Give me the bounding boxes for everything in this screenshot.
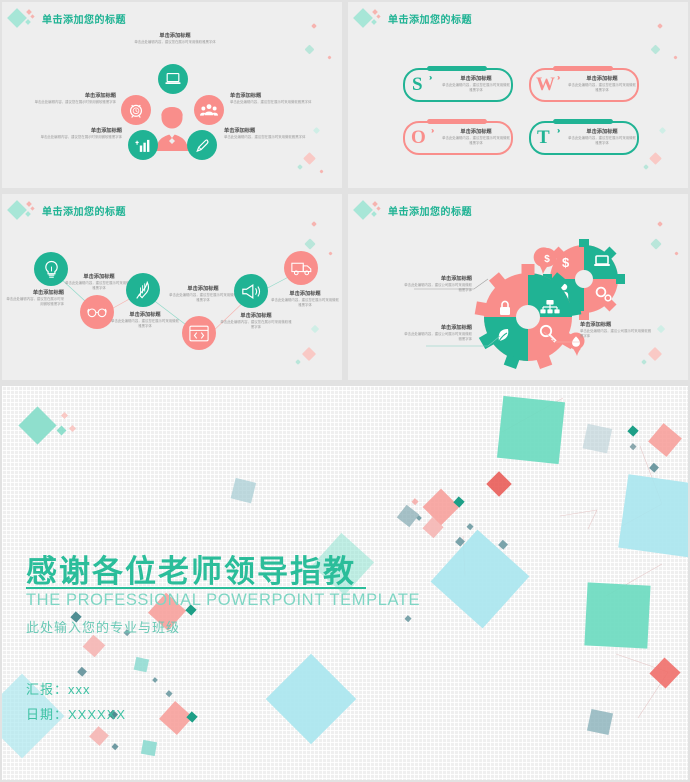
dollar-pin-icon: $	[533, 247, 557, 274]
slide-title: 单击添加您的标题	[42, 206, 126, 218]
swot-text-w: 单击添加标题 单击此处编辑内容，建议您在展示时采用微软雅黑字体	[568, 76, 636, 93]
confetti-dot	[649, 152, 662, 165]
confetti-dot	[304, 44, 315, 55]
confetti-dot	[658, 126, 667, 135]
confetti-dot	[673, 55, 678, 60]
process-text-1: 单击添加标题 单击此处编辑内容，建议您在展示时采用微软雅黑字体	[6, 290, 64, 307]
confetti-dot	[303, 152, 316, 165]
chevron-right-icon: ››	[431, 126, 435, 135]
closing-subtitle: THE PROFESSIONAL POWERPOINT TEMPLATE	[26, 591, 421, 609]
svg-text:$: $	[562, 255, 570, 270]
confetti-dot	[650, 44, 661, 55]
gear-text-1: 单击添加标题 单击此处编辑内容，建议公司展示时采用微软雅黑字体	[404, 276, 472, 293]
slide-hub[interactable]: 单击添加您的标题	[2, 2, 342, 188]
slide-thanks[interactable]: 感谢各位老师领导指教 THE PROFESSIONAL POWERPOINT T…	[2, 386, 688, 780]
laptop-icon	[158, 64, 188, 94]
slide-swot[interactable]: 单击添加您的标题 S ›› 单击添加标题 单击此处编辑内容，建议您在展示时采用微…	[348, 2, 688, 188]
confetti-dot	[297, 164, 303, 170]
hub-item-top: 单击添加标题 单击此处编辑内容，建议您在展示时采用微软雅黑字体	[134, 33, 216, 45]
swot-pill-t[interactable]: T ›› 单击添加标题 单击此处编辑内容，建议您在展示时采用微软雅黑字体	[529, 119, 639, 155]
hub-item-bottom-right: 单击添加标题 单击此处编辑内容，建议您在展示时采用微软雅黑字体	[224, 128, 306, 140]
swot-letter: W	[536, 74, 555, 95]
water-drop-pin-icon	[567, 332, 585, 356]
swot-letter: T	[537, 127, 550, 148]
confetti-dot	[327, 55, 332, 60]
swot-letter: O	[411, 127, 426, 148]
diamond-decoration-icon	[353, 8, 382, 28]
hub-item-left: 单击添加标题 单击此处编辑内容，建议您在展示时采用微软雅黑字体	[34, 93, 116, 105]
diamond-decoration-icon	[7, 8, 36, 28]
process-text-5: 单击添加标题 单击此处编辑内容，建议您在展示时采用微软雅黑字体	[220, 313, 292, 330]
alarm-clock-icon	[121, 95, 151, 125]
gear-cluster-graphic: $	[474, 239, 625, 370]
process-text-6: 单击添加标题 单击此处编辑内容，建议您在展示时采用微软雅黑字体	[271, 291, 339, 308]
presenter-value: xxx	[68, 682, 91, 697]
truck-icon	[284, 251, 318, 285]
closing-tagline: 此处输入您的专业与班级	[26, 620, 181, 635]
swot-pill-o[interactable]: O ›› 单击添加标题 单击此处编辑内容，建议您在展示时采用微软雅黑字体	[403, 119, 513, 155]
process-text-2: 单击添加标题 单击此处编辑内容，建议您在展示时采用微软雅黑字体	[65, 274, 133, 291]
people-group-icon	[194, 95, 224, 125]
closing-title: 感谢各位老师领导指教	[26, 554, 356, 589]
lightbulb-icon	[34, 252, 68, 286]
swot-pill-w[interactable]: W ›› 单击添加标题 单击此处编辑内容，建议您在展示时采用微软雅黑字体	[529, 66, 639, 102]
confetti-dot	[643, 164, 649, 170]
confetti-dot	[311, 23, 317, 29]
process-text-4: 单击添加标题 单击此处编辑内容，建议您在展示时采用微软雅黑字体	[169, 286, 237, 303]
decorative-squares	[2, 395, 688, 759]
hub-item-right: 单击添加标题 单击此处编辑内容，建议您在展示时采用微软雅黑字体	[230, 93, 312, 105]
slide-title: 单击添加您的标题	[388, 14, 472, 26]
swot-text-s: 单击添加标题 单击此处编辑内容，建议您在展示时采用微软雅黑字体	[442, 76, 510, 93]
chevron-right-icon: ››	[557, 126, 561, 135]
date-label: 日期：	[26, 707, 69, 722]
bar-chart-icon	[128, 130, 158, 160]
person-avatar-icon	[150, 106, 194, 151]
pen-nib-icon	[187, 130, 217, 160]
process-text-3: 单击添加标题 单击此处编辑内容，建议您在展示时采用微软雅黑字体	[111, 312, 179, 329]
megaphone-icon	[234, 274, 268, 308]
chevron-right-icon: ››	[557, 73, 561, 82]
chevron-right-icon: ››	[429, 73, 433, 82]
slide-process[interactable]: 单击添加您的标题	[2, 194, 342, 380]
svg-text:$: $	[544, 254, 550, 265]
slide-title: 单击添加您的标题	[388, 206, 472, 218]
presenter-line: 汇报：xxx	[26, 679, 91, 698]
code-window-icon	[182, 316, 216, 350]
swot-letter: S	[412, 74, 423, 95]
hub-item-bottom-left: 单击添加标题 单击此处编辑内容，建议您在展示时采用微软雅黑字体	[40, 128, 122, 140]
slide-header: 单击添加您的标题	[7, 8, 126, 28]
gear-text-3: 单击添加标题 单击此处编辑内容，建议公司展示时采用微软雅黑字体	[580, 322, 652, 339]
swot-text-t: 单击添加标题 单击此处编辑内容，建议您在展示时采用微软雅黑字体	[568, 129, 636, 146]
confetti-dot	[657, 23, 663, 29]
swot-text-o: 单击添加标题 单击此处编辑内容，建议您在展示时采用微软雅黑字体	[442, 129, 510, 146]
slide-title: 单击添加您的标题	[42, 14, 126, 26]
gear-leader-lines	[414, 278, 580, 347]
swot-pill-s[interactable]: S ›› 单击添加标题 单击此处编辑内容，建议您在展示时采用微软雅黑字体	[403, 66, 513, 102]
quill-pen-icon	[126, 273, 160, 307]
slide-header: 单击添加您的标题	[353, 200, 472, 220]
slide-gears[interactable]: 单击添加您的标题	[348, 194, 688, 380]
gear-text-2: 单击添加标题 单击此处编辑内容，建议公司展示时采用微软雅黑字体	[404, 325, 472, 342]
confetti-dot	[319, 169, 324, 174]
slide-header: 单击添加您的标题	[353, 8, 472, 28]
title-underline	[26, 587, 366, 589]
glasses-icon	[80, 295, 114, 329]
slide-header: 单击添加您的标题	[7, 200, 126, 220]
presenter-label: 汇报：	[26, 682, 69, 697]
date-value: XXXXXX	[68, 707, 127, 722]
slide-thumbnail-grid: 单击添加您的标题	[0, 0, 690, 381]
date-line: 日期：XXXXXX	[26, 704, 126, 723]
